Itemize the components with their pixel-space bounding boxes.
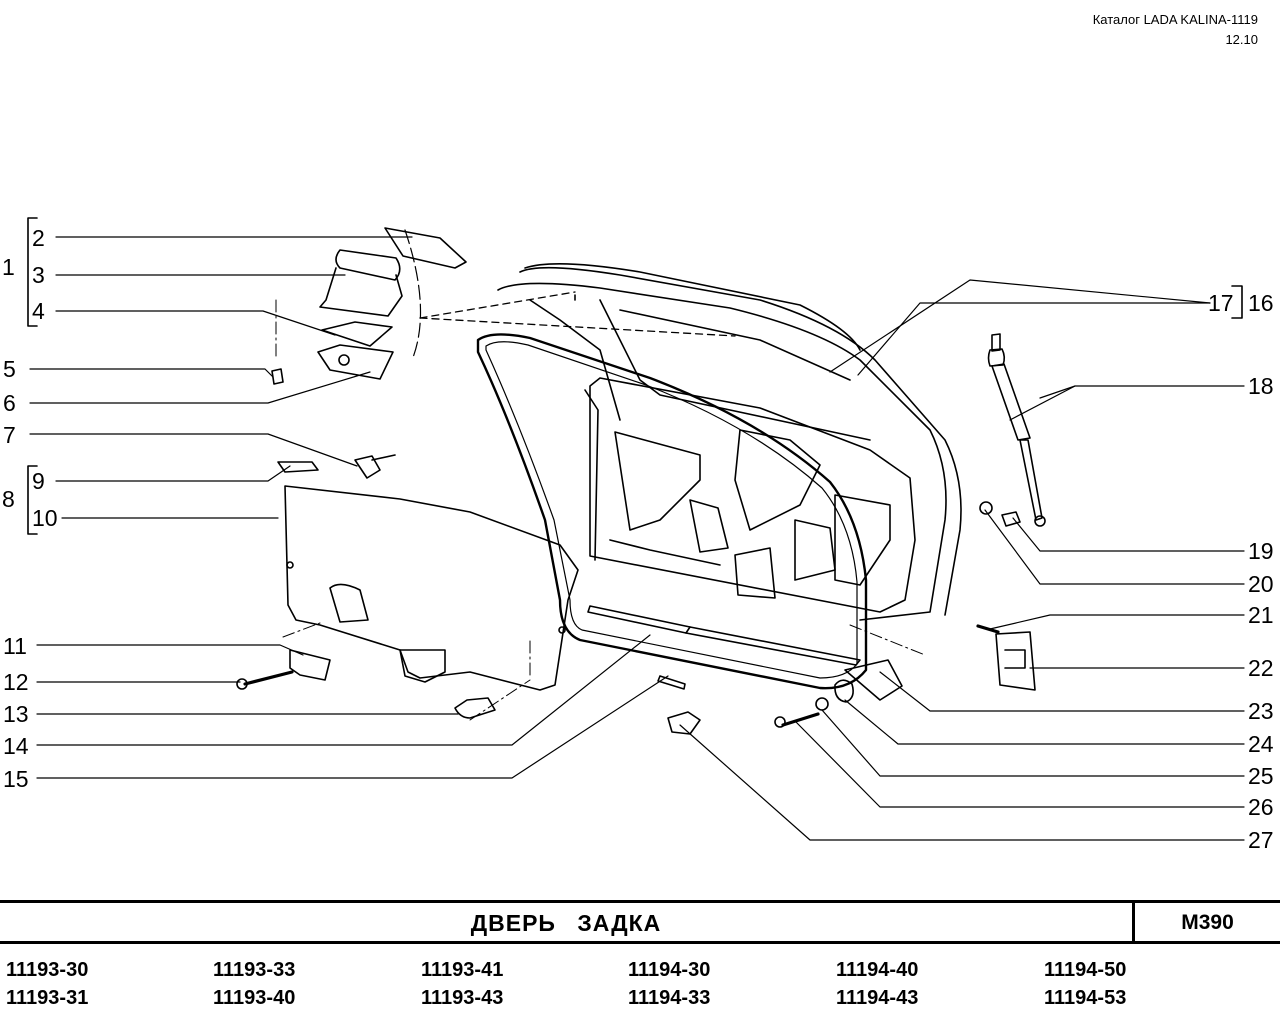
callout-22: 22 bbox=[1248, 655, 1274, 681]
callout-3: 3 bbox=[32, 262, 45, 288]
model-code: 11193-43 bbox=[421, 987, 504, 1009]
model-code: 11193-41 bbox=[421, 959, 504, 981]
page-title: ДВЕРЬ ЗАДКА bbox=[470, 910, 662, 936]
callout-12: 12 bbox=[3, 669, 29, 695]
model-code: 11194-33 bbox=[628, 987, 711, 1009]
callout-20: 20 bbox=[1248, 571, 1274, 597]
callout-21: 21 bbox=[1248, 602, 1274, 628]
model-code: 11194-30 bbox=[628, 959, 711, 981]
callout-9: 9 bbox=[32, 468, 45, 494]
callout-labels: 1 2 3 4 5 6 7 8 9 10 11 12 13 14 15 16 1… bbox=[2, 225, 1274, 853]
mount-arrows bbox=[419, 291, 736, 337]
callout-8: 8 bbox=[2, 486, 15, 512]
small-fasteners bbox=[236, 624, 1036, 735]
model-code: 11194-53 bbox=[1044, 987, 1127, 1009]
callout-26: 26 bbox=[1248, 794, 1274, 820]
hinge-assembly bbox=[271, 227, 467, 385]
catalog-date: 12.10 bbox=[1225, 32, 1258, 47]
model-code: 11194-40 bbox=[836, 959, 919, 981]
tailgate-outer-shell bbox=[497, 263, 962, 621]
model-code: 11193-33 bbox=[213, 959, 296, 981]
callout-16: 16 bbox=[1248, 290, 1274, 316]
group-bracket-1 bbox=[27, 217, 38, 327]
callout-2: 2 bbox=[32, 225, 45, 251]
callout-25: 25 bbox=[1248, 763, 1274, 789]
exploded-parts-diagram: 1 2 3 4 5 6 7 8 9 10 11 12 13 14 15 16 1… bbox=[2, 217, 1274, 853]
callout-13: 13 bbox=[3, 701, 29, 727]
tailgate-inner-panel bbox=[584, 377, 916, 613]
model-code: 11193-40 bbox=[213, 987, 296, 1009]
callout-7: 7 bbox=[3, 422, 16, 448]
group-bracket-16 bbox=[1231, 285, 1243, 319]
callout-1: 1 bbox=[2, 254, 15, 280]
callout-18: 18 bbox=[1248, 373, 1274, 399]
model-code: 11193-31 bbox=[6, 987, 89, 1009]
section-code: M390 bbox=[1132, 903, 1280, 941]
callout-27: 27 bbox=[1248, 827, 1274, 853]
model-list: 11193-30 11193-31 11193-33 11193-40 1119… bbox=[0, 958, 1280, 1014]
group-bracket-8 bbox=[27, 465, 38, 535]
callout-10: 10 bbox=[32, 505, 58, 531]
model-code: 11194-50 bbox=[1044, 959, 1127, 981]
callout-19: 19 bbox=[1248, 538, 1274, 564]
callout-11: 11 bbox=[3, 633, 27, 659]
callout-23: 23 bbox=[1248, 698, 1274, 724]
sill-strips bbox=[587, 605, 861, 666]
gas-strut bbox=[979, 333, 1046, 527]
callout-5: 5 bbox=[3, 356, 16, 382]
callout-4: 4 bbox=[32, 298, 45, 324]
door-trim-panel bbox=[277, 454, 579, 691]
catalog-title: Каталог LADA KALINA-1119 bbox=[1092, 12, 1258, 27]
callout-17: 17 bbox=[1208, 290, 1234, 316]
footer-title-bar: ДВЕРЬ ЗАДКА M390 bbox=[0, 900, 1280, 944]
callout-14: 14 bbox=[3, 733, 29, 759]
callout-24: 24 bbox=[1248, 731, 1274, 757]
model-code: 11194-43 bbox=[836, 987, 919, 1009]
guide-lines bbox=[282, 622, 926, 721]
callout-15: 15 bbox=[3, 766, 29, 792]
leader-lines bbox=[29, 236, 1245, 841]
callout-6: 6 bbox=[3, 390, 16, 416]
door-seal bbox=[476, 333, 868, 690]
model-code: 11193-30 bbox=[6, 959, 89, 981]
